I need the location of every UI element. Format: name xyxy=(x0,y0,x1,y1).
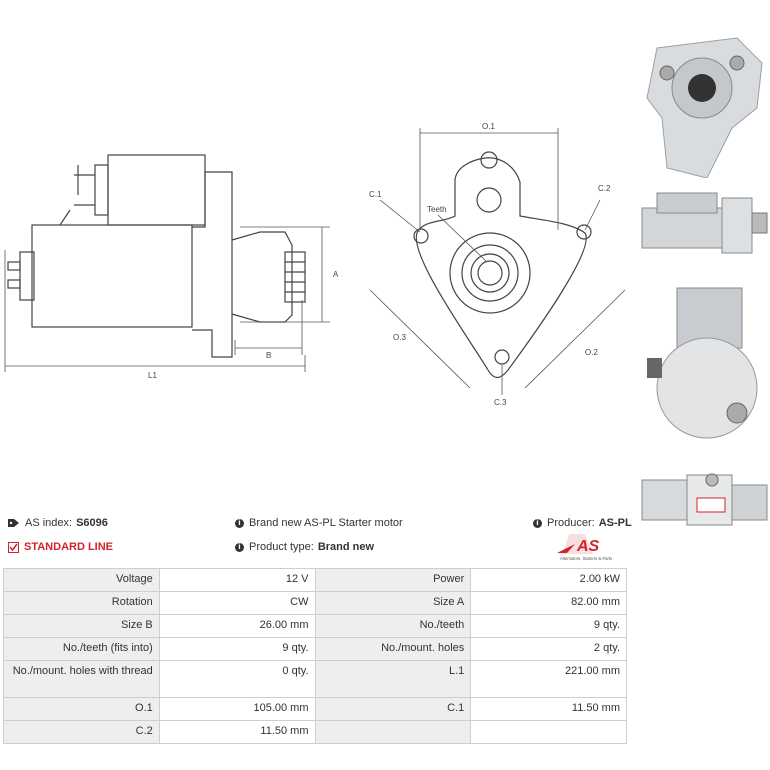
dim-label-o3: O.3 xyxy=(393,333,406,342)
technical-drawing: A B L1 O.1 O.2 O.3 C.1 C.2 C.3 Teeth xyxy=(4,122,626,407)
info-icon: i xyxy=(533,518,542,528)
spec-value xyxy=(470,720,627,744)
spec-value: 11.50 mm xyxy=(158,720,316,744)
spec-key: No./teeth (fits into) xyxy=(3,637,160,661)
dim-label-teeth: Teeth xyxy=(427,205,447,214)
spec-value: 221.00 mm xyxy=(470,660,627,698)
spec-key: L.1 xyxy=(314,660,472,698)
dim-label-c1: C.1 xyxy=(369,190,382,199)
spec-key: Size A xyxy=(314,591,472,615)
spec-value: 9 qty. xyxy=(470,614,627,638)
specifications-table: Voltage 12 V Power 2.00 kW Rotation CW S… xyxy=(3,568,627,744)
as-index-value: S6096 xyxy=(76,517,108,529)
spec-value: 11.50 mm xyxy=(470,697,627,721)
spec-value: 9 qty. xyxy=(158,637,316,661)
dim-label-o2: O.2 xyxy=(585,348,598,357)
table-row: No./teeth (fits into) 9 qty. No./mount. … xyxy=(3,637,627,661)
info-icon: i xyxy=(235,542,244,552)
side-view xyxy=(7,154,306,358)
table-row: Voltage 12 V Power 2.00 kW xyxy=(3,568,627,592)
table-row: O.1 105.00 mm C.1 11.50 mm xyxy=(3,697,627,721)
as-index-label: AS index: xyxy=(25,517,73,529)
spec-value: 0 qty. xyxy=(158,660,316,698)
spec-value: 82.00 mm xyxy=(470,591,627,615)
spec-key: No./teeth xyxy=(314,614,472,638)
spec-key: No./mount. holes with thread xyxy=(3,660,160,698)
spec-key: Voltage xyxy=(3,568,160,592)
product-photo-front[interactable] xyxy=(637,18,770,178)
product-type-value: Brand new xyxy=(317,541,375,553)
spec-value: CW xyxy=(158,591,316,615)
description-text: Brand new AS-PL Starter motor xyxy=(249,517,403,529)
info-icon: i xyxy=(235,518,244,528)
spec-key: Power xyxy=(314,568,472,592)
spec-value: 26.00 mm xyxy=(158,614,316,638)
product-type-label: Product type: xyxy=(249,541,314,553)
dim-label-a: A xyxy=(333,270,339,279)
product-photo-label[interactable] xyxy=(637,450,770,545)
spec-value: 2 qty. xyxy=(470,637,627,661)
spec-key: No./mount. holes xyxy=(314,637,472,661)
spec-key: O.1 xyxy=(3,697,160,721)
spec-key: C.1 xyxy=(314,697,472,721)
svg-text:AS: AS xyxy=(576,538,600,555)
producer-value: AS-PL xyxy=(598,517,632,529)
producer: i Producer: AS-PL xyxy=(533,517,632,529)
dim-label-o1: O.1 xyxy=(482,122,495,131)
product-photo-rear[interactable] xyxy=(637,273,770,448)
product-type: i Product type: Brand new xyxy=(235,541,374,553)
table-row: Size B 26.00 mm No./teeth 9 qty. xyxy=(3,614,627,638)
spec-value: 2.00 kW xyxy=(470,568,627,592)
spec-key: C.2 xyxy=(3,720,160,744)
spec-key: Rotation xyxy=(3,591,160,615)
dim-label-l1: L1 xyxy=(148,371,157,380)
spec-value: 105.00 mm xyxy=(158,697,316,721)
standard-line: STANDARD LINE xyxy=(8,541,113,553)
spec-key xyxy=(314,720,472,744)
description: i Brand new AS-PL Starter motor xyxy=(235,517,403,529)
standard-line-label: STANDARD LINE xyxy=(24,541,114,553)
product-photo-side[interactable] xyxy=(637,183,770,263)
checkbox-icon xyxy=(8,541,19,553)
table-row: Rotation CW Size A 82.00 mm xyxy=(3,591,627,615)
front-view xyxy=(369,128,626,395)
dim-label-c3: C.3 xyxy=(494,398,507,407)
as-index: AS index: S6096 xyxy=(8,517,108,529)
spec-key: Size B xyxy=(3,614,160,638)
table-row: No./mount. holes with thread 0 qty. L.1 … xyxy=(3,660,627,698)
as-pl-logo: AS Alternators, Starters & Parts xyxy=(557,534,612,561)
tag-icon xyxy=(8,519,19,527)
dim-label-b: B xyxy=(266,351,271,360)
spec-value: 12 V xyxy=(158,568,316,592)
as-pl-logo-tagline: Alternators, Starters & Parts xyxy=(560,556,612,561)
producer-label: Producer: xyxy=(547,517,595,529)
table-row: C.2 11.50 mm xyxy=(3,720,627,744)
dim-label-c2: C.2 xyxy=(598,184,611,193)
as-pl-logo-mark: AS xyxy=(557,534,600,555)
